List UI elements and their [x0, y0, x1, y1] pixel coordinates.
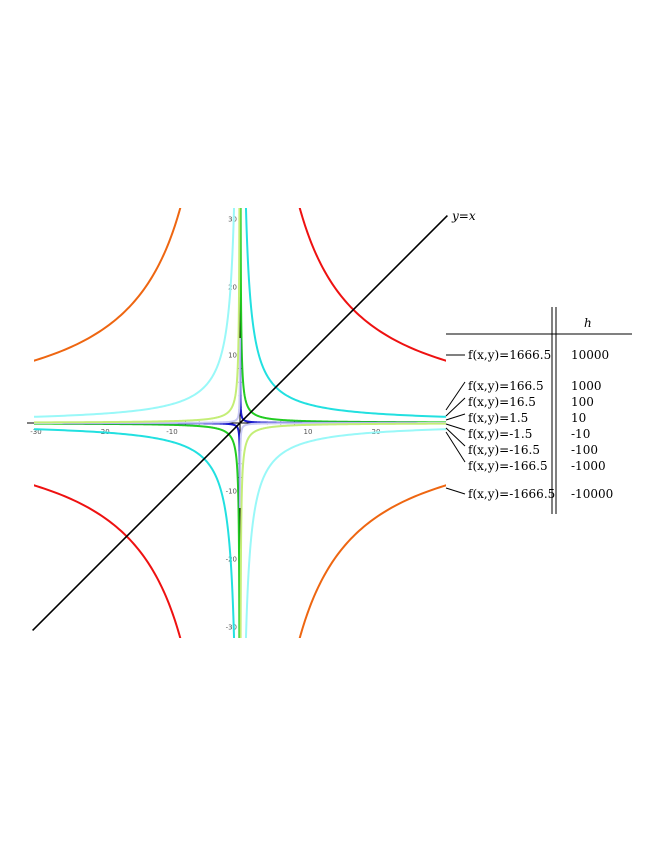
legend-label: f(x,y)=1.5 [468, 411, 528, 425]
contour-curve-0 [298, 208, 446, 362]
legend-h-value: -10000 [571, 487, 613, 501]
contour-curve-4 [239, 422, 446, 508]
contour-curve-7 [298, 484, 446, 638]
contour-curve-7 [34, 208, 182, 362]
diagonal-line-group: y=x [32, 209, 476, 631]
legend-label: f(x,y)=16.5 [468, 395, 536, 409]
contour-curve-5 [239, 422, 446, 638]
contour-curve-1 [34, 428, 236, 638]
legend-leader [445, 487, 466, 495]
legend-table: h f(x,y)=1666.5 10000 f(x,y)=166.5 1000 f(x,y… [445, 307, 632, 514]
legend-h-value: -1000 [571, 459, 606, 473]
y-tick-label: -10 [226, 488, 237, 496]
legend-leader [445, 431, 466, 463]
x-tick-label: -10 [166, 428, 177, 436]
legend-label: f(x,y)=-166.5 [468, 459, 548, 473]
table-header-h: h [584, 316, 592, 330]
legend-h-value: -100 [571, 443, 598, 457]
legend-label: f(x,y)=166.5 [468, 379, 544, 393]
contour-curve-6 [34, 208, 236, 418]
contour-curve-1 [244, 208, 446, 418]
y-tick-label: 10 [228, 352, 237, 360]
legend-leader [445, 397, 466, 417]
contour-curve-0 [34, 484, 182, 638]
legend-leader [445, 427, 466, 447]
contour-curve-4 [34, 338, 241, 424]
legend-h-value: 100 [571, 395, 594, 409]
y-tick-label: 30 [228, 216, 237, 224]
legend-h-value: -10 [571, 427, 590, 441]
diagonal-line [32, 215, 448, 631]
legend-label: f(x,y)=-16.5 [468, 443, 540, 457]
diagonal-label: y=x [451, 209, 476, 223]
legend-h-value: 10000 [571, 348, 609, 362]
x-tick-label: 10 [304, 428, 313, 436]
contour-curve-2 [239, 208, 446, 424]
contour-curve-5 [34, 208, 241, 424]
x-tick-label: -30 [30, 428, 41, 436]
legend-leader [445, 413, 466, 421]
contour-curves [34, 208, 446, 638]
y-tick-label: -30 [226, 624, 237, 632]
legend-label: f(x,y)=1666.5 [468, 348, 551, 362]
legend-label: f(x,y)=-1666.5 [468, 487, 555, 501]
y-tick-label: 20 [228, 284, 237, 292]
legend-h-value: 1000 [571, 379, 602, 393]
legend-leader [445, 381, 466, 411]
legend-label: f(x,y)=-1.5 [468, 427, 532, 441]
legend-leader [445, 423, 466, 431]
contour-curve-6 [244, 428, 446, 638]
contour-curve-2 [34, 422, 241, 638]
legend-h-value: 10 [571, 411, 586, 425]
